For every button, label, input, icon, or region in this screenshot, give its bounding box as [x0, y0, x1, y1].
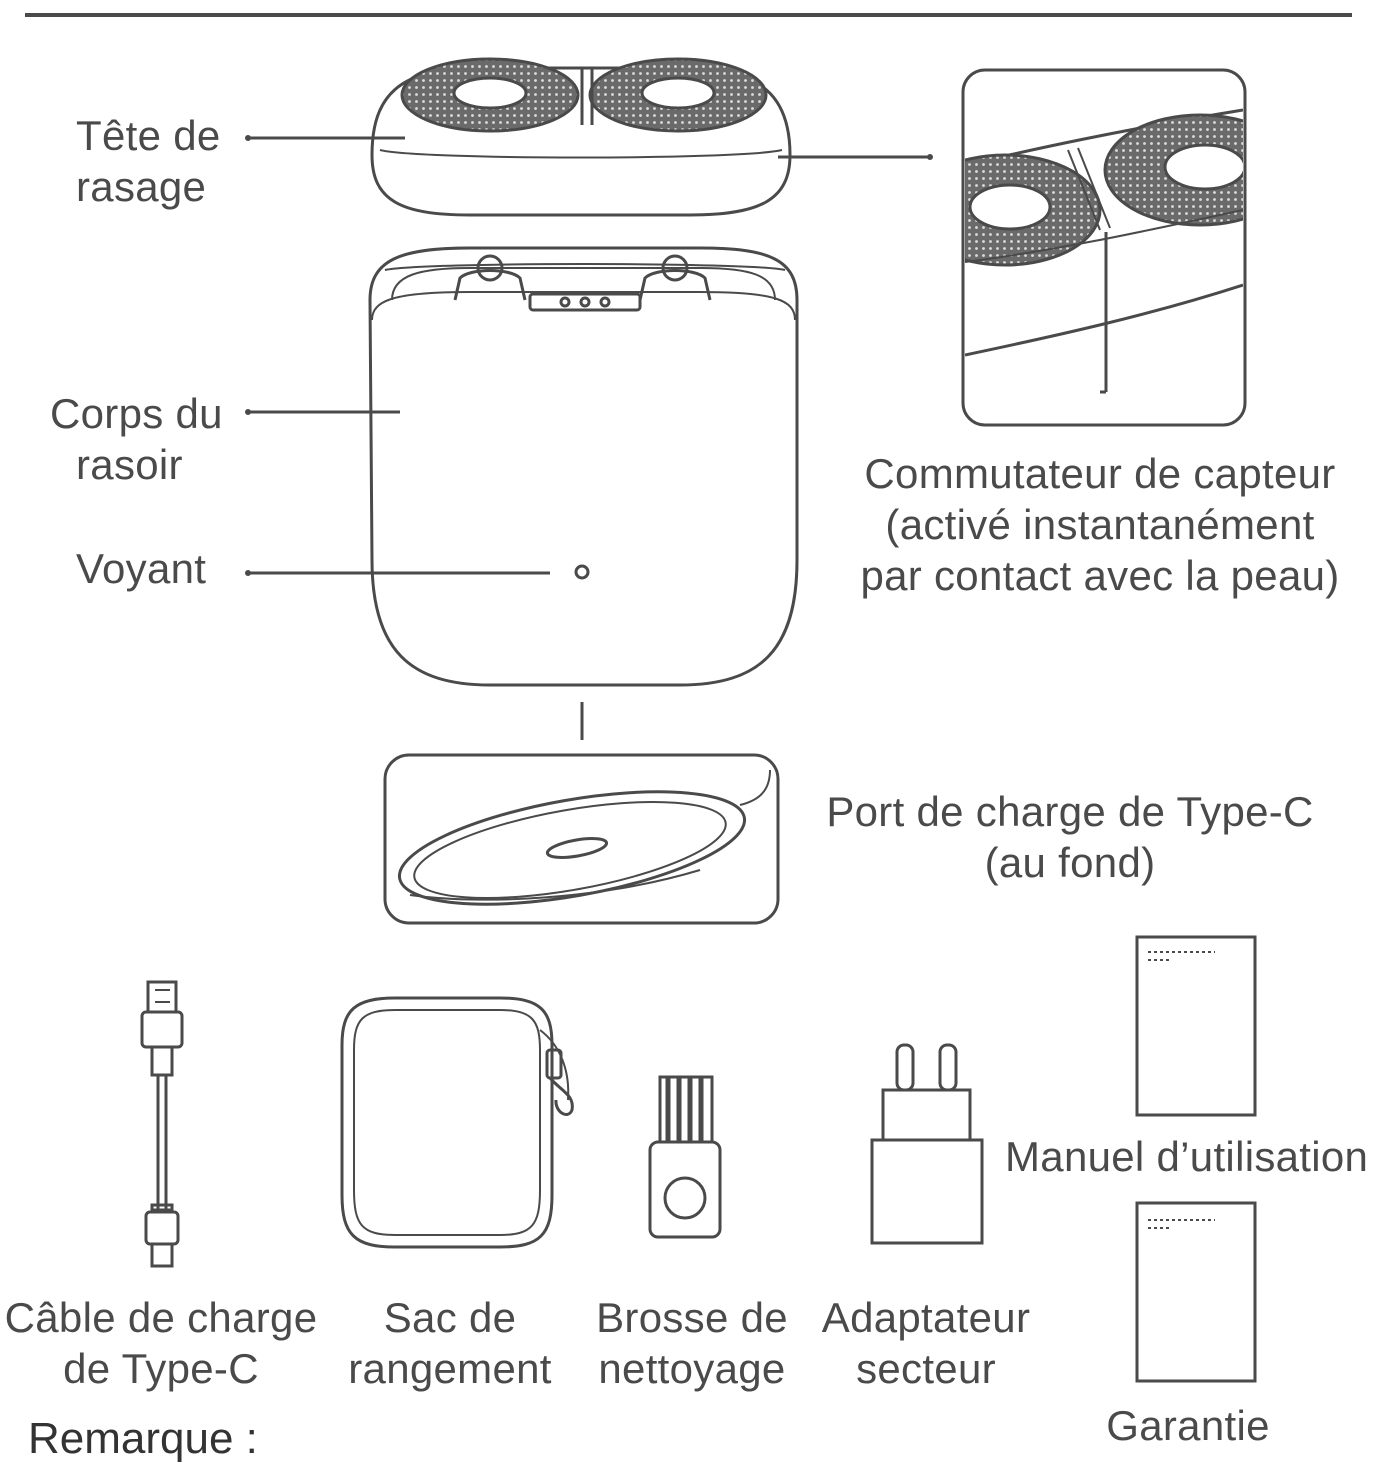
label-charging-port: Port de charge de Type-C (au fond) — [826, 788, 1314, 886]
label-bag: Sac de rangement — [348, 1294, 552, 1392]
label-shaving-head: Tête de rasage — [76, 112, 221, 210]
label-razor-body: Corps du rasoir — [50, 390, 223, 488]
label-indicator: Voyant — [76, 545, 207, 592]
label-warranty: Garantie — [1106, 1402, 1270, 1449]
label-sensor-switch: Commutateur de capteur (activé instantan… — [860, 450, 1340, 599]
shaving-head-icon — [370, 57, 792, 217]
storage-bag-icon — [340, 996, 574, 1249]
label-adapter: Adaptateur secteur — [821, 1294, 1031, 1392]
label-brush: Brosse de nettoyage — [596, 1294, 788, 1392]
razor-body-icon — [368, 246, 799, 687]
label-manual: Manuel d’utilisation — [1005, 1133, 1369, 1180]
usb-cable-icon — [140, 980, 184, 1268]
manual-booklet-icon — [1135, 935, 1257, 1117]
charging-port-icon — [383, 753, 780, 925]
label-cable: Câble de charge de Type-C — [4, 1294, 318, 1392]
cleaning-brush-icon — [648, 1075, 722, 1239]
note-title: Remarque : — [28, 1414, 258, 1463]
warranty-booklet-icon — [1135, 1201, 1257, 1383]
power-adapter-icon — [870, 1043, 984, 1245]
sensor-switch-detail-icon — [961, 68, 1247, 427]
indicator-led — [574, 564, 590, 580]
